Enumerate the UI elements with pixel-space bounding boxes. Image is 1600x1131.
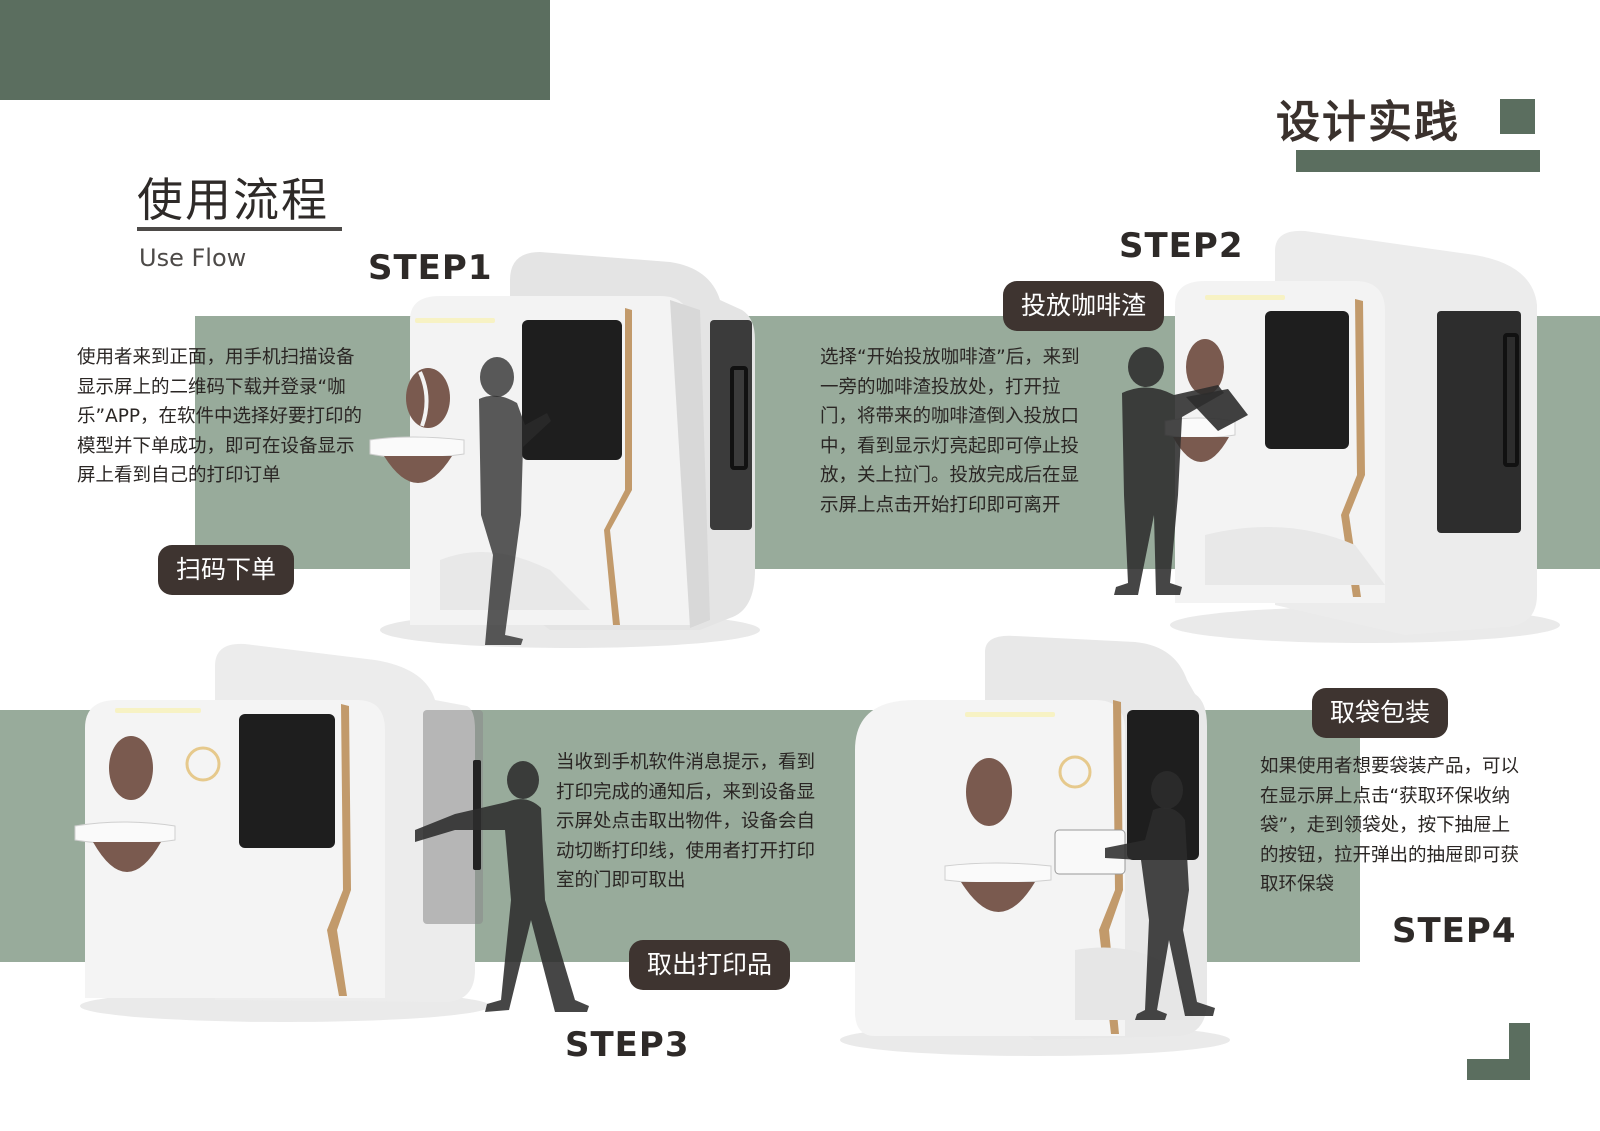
corner-mark-horizontal xyxy=(1467,1059,1530,1080)
top-accent-bar xyxy=(0,0,550,100)
step1-user-silhouette xyxy=(479,357,551,645)
step3-machine-illustration xyxy=(74,643,490,1022)
brand-underline-bar xyxy=(1296,150,1540,172)
step1-label: STEP1 xyxy=(368,248,493,288)
step2-description: 选择“开始投放咖啡渣”后，来到一旁的咖啡渣投放处，打开拉门，将带来的咖啡渣倒入投… xyxy=(820,347,1080,516)
step1-description: 使用者来到正面，用手机扫描设备显示屏上的二维码下载并登录“咖乐”APP，在软件中… xyxy=(77,347,363,486)
step4-description: 如果使用者想要袋装产品，可以在显示屏上点击“获取环保收纳袋”，走到领袋处，按下抽… xyxy=(1260,756,1520,895)
step4-label: STEP4 xyxy=(1392,911,1517,951)
step4-badge: 取袋包装 xyxy=(1312,688,1449,738)
step3-label: STEP3 xyxy=(565,1025,690,1065)
step4-user-silhouette xyxy=(1105,771,1215,1020)
section-title-rule xyxy=(137,227,342,231)
step1-machine-illustration xyxy=(369,252,760,648)
brand-title: 设计实践 xyxy=(1276,97,1460,148)
step1-badge: 扫码下单 xyxy=(158,545,295,595)
step3-badge: 取出打印品 xyxy=(629,940,791,990)
section-subtitle: Use Flow xyxy=(139,244,247,272)
step2-label: STEP2 xyxy=(1119,226,1244,266)
step2-user-silhouette xyxy=(1114,347,1248,595)
step2-machine-illustration xyxy=(1164,230,1560,643)
brand-square-mark xyxy=(1500,99,1535,134)
section-title: 使用流程 xyxy=(137,173,329,227)
step2-badge: 投放咖啡渣 xyxy=(1003,281,1165,331)
step3-user-silhouette xyxy=(415,761,589,1012)
step3-description: 当收到手机软件消息提示，看到打印完成的通知后，来到设备显示屏处点击取出物件，设备… xyxy=(556,752,816,891)
